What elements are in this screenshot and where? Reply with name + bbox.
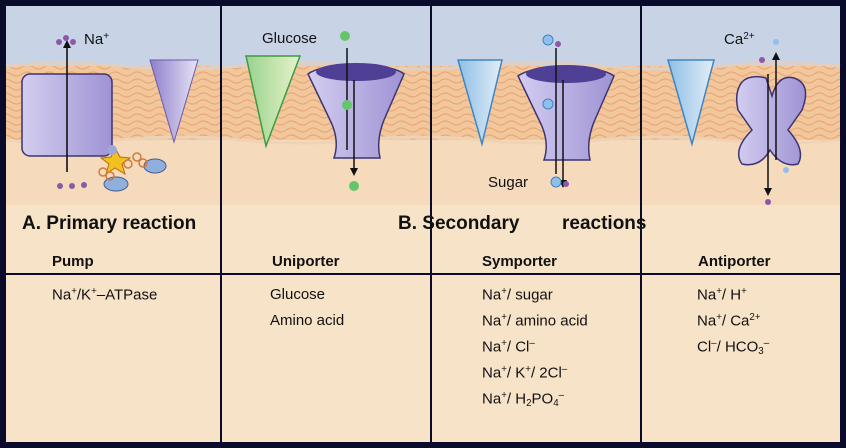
column-3-item-5: Na+/ H2PO4– [482, 390, 565, 409]
svg-text:Ca2+: Ca2+ [724, 31, 755, 49]
secondary-reaction-heading-1: B. Secondary [398, 213, 520, 234]
column-2-item-1: Glucose [270, 286, 326, 303]
antiporter-illustration [667, 39, 807, 205]
column-title-pump: Pump [52, 253, 94, 270]
sugar-label: Sugar [488, 174, 528, 191]
primary-reaction-heading: A. Primary reaction [22, 213, 197, 234]
column-3-item-1: Na+/ sugar [482, 286, 553, 304]
column-3-item-3: Na+/ Cl– [482, 338, 535, 356]
column-4-item-2: Na+/ Ca2+ [697, 312, 761, 330]
column-3-item-4: Na+/ K+/ 2Cl– [482, 364, 568, 382]
pump-illustration [21, 35, 199, 192]
extracellular-region [6, 6, 840, 66]
symporter-illustration [457, 34, 615, 188]
column-3-item-2: Na+/ amino acid [482, 312, 588, 330]
column-4-item-3: Cl–/ HCO3– [697, 338, 770, 357]
column-2-item-2: Amino acid [270, 312, 345, 329]
column-4-item-1: Na+/ H+ [697, 286, 747, 304]
glucose-label: Glucose [262, 30, 317, 47]
uniporter-illustration [245, 31, 405, 191]
svg-text:Na+: Na+ [84, 31, 109, 49]
column-1-item-1: Na+/K+–ATPase [52, 286, 158, 304]
column-title-uniporter: Uniporter [272, 253, 340, 270]
column-title-antiporter: Antiporter [698, 253, 771, 270]
column-title-symporter: Symporter [482, 253, 558, 270]
secondary-reaction-heading-2: reactions [562, 213, 647, 234]
